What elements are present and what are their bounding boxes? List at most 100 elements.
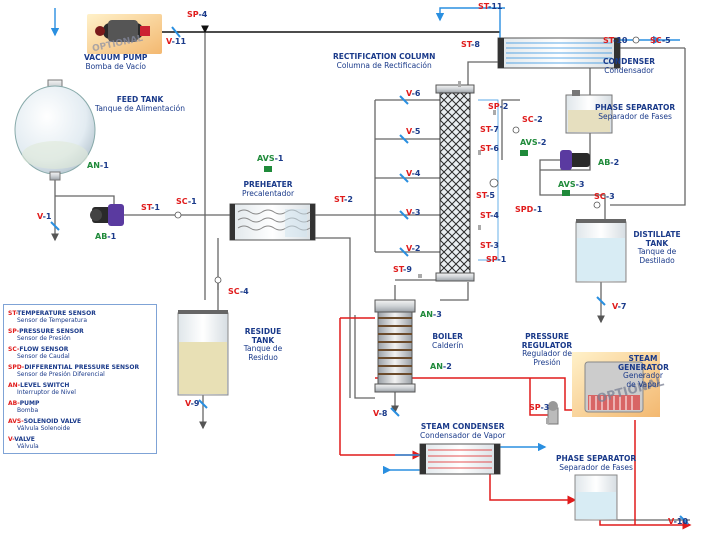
- tag-an-3[interactable]: AN-3: [420, 310, 442, 319]
- tag-st-2[interactable]: ST-2: [334, 195, 353, 204]
- tag-prefix: SC: [176, 197, 188, 206]
- feed-tank-label: FEED TANK Tanque de Alimentación: [95, 95, 186, 113]
- tag-prefix: ST: [334, 195, 345, 204]
- phase-separator-bottom-title: PHASE SEPARATOR: [556, 454, 637, 463]
- legend-english: LEVEL SWITCH: [20, 382, 70, 389]
- legend-english: SOLENOID VALVE: [23, 418, 82, 425]
- tag-v-3[interactable]: V-3: [406, 208, 421, 217]
- tag-number: -1: [151, 203, 160, 212]
- tag-sc-3[interactable]: SC-3: [594, 192, 615, 201]
- legend-spanish: Bomba: [17, 406, 39, 414]
- tag-v-1[interactable]: V-1: [37, 212, 52, 221]
- tag-st-10[interactable]: ST-10: [603, 36, 628, 45]
- boiler-subtitle: Calderín: [432, 340, 464, 350]
- tag-st-7[interactable]: ST-7: [480, 125, 499, 134]
- tag-prefix: ST: [480, 125, 491, 134]
- tag-v-5[interactable]: V-5: [406, 127, 421, 136]
- tag-number: -5: [661, 36, 671, 45]
- tag-number: -1: [187, 197, 197, 206]
- legend-code: AN-: [8, 382, 21, 389]
- pump-ab-1[interactable]: [90, 204, 124, 226]
- phase-separator-top-title: PHASE SEPARATOR: [595, 103, 676, 112]
- tag-number: -1: [274, 154, 284, 163]
- tag-an-1[interactable]: AN-1: [87, 161, 109, 170]
- valve-icon: [390, 407, 400, 417]
- tag-v-10[interactable]: V-10: [668, 517, 688, 526]
- tag-number: -2: [344, 195, 353, 204]
- tag-ab-1[interactable]: AB-1: [95, 232, 116, 241]
- pump-ab-2[interactable]: [560, 150, 590, 170]
- legend-spanish: Sensor de Presión: [17, 334, 71, 342]
- tag-ab-2[interactable]: AB-2: [598, 158, 619, 167]
- tag-st-11[interactable]: ST-11: [478, 2, 503, 11]
- tag-st-5[interactable]: ST-5: [476, 191, 495, 200]
- tag-prefix: AVS: [257, 154, 275, 163]
- tag-prefix: ST: [478, 2, 489, 11]
- tag-sp-3[interactable]: SP-3: [529, 403, 549, 412]
- steam-condenser-label: STEAM CONDENSER Condensador de Vapor: [420, 422, 505, 440]
- tag-v-2[interactable]: V-2: [406, 244, 421, 253]
- valve-icon: [50, 221, 60, 231]
- distillate-tank-subtitle: Tanque de Destilado: [637, 247, 677, 265]
- legend-english: PUMP: [19, 400, 40, 407]
- tag-st-3[interactable]: ST-3: [480, 241, 499, 250]
- tag-sc-4[interactable]: SC-4: [228, 287, 249, 296]
- tag-sc-2[interactable]: SC-2: [522, 115, 543, 124]
- tag-v-4[interactable]: V-4: [406, 169, 421, 178]
- tag-prefix: V: [668, 517, 674, 526]
- tag-sp-2[interactable]: SP-2: [488, 102, 508, 111]
- tag-prefix: ST: [603, 36, 614, 45]
- tag-sp-1[interactable]: SP-1: [486, 255, 506, 264]
- tag-prefix: SC: [650, 36, 662, 45]
- legend-spanish: Interruptor de Nivel: [17, 388, 76, 396]
- tag-prefix: SC: [228, 287, 240, 296]
- tag-v-8[interactable]: V-8: [373, 409, 388, 418]
- tag-avs-1[interactable]: AVS-1: [257, 154, 284, 163]
- valve-icon: [679, 515, 689, 525]
- flow-sensor-icon: [174, 211, 182, 219]
- tag-an-2[interactable]: AN-2: [430, 362, 452, 371]
- phase-separator-top-subtitle: Separador de Fases: [598, 111, 672, 121]
- boiler-title: BOILER: [432, 332, 463, 341]
- tag-prefix: SC: [522, 115, 534, 124]
- feed-tank-subtitle: Tanque de Alimentación: [95, 103, 186, 113]
- tag-st-1[interactable]: ST-1: [141, 203, 160, 212]
- legend-english: TEMPERATURE SENSOR: [17, 310, 96, 317]
- tag-st-4[interactable]: ST-4: [480, 211, 499, 220]
- legend-code: ST-: [8, 310, 18, 317]
- legend-spanish: Sensor de Presión Diferencial: [17, 370, 105, 378]
- tag-number: -11: [171, 37, 187, 46]
- valve-icon: [399, 173, 409, 183]
- boiler-label: BOILER Calderín: [432, 332, 464, 350]
- solenoid-valve-icon: [520, 150, 528, 156]
- steam-generator-title: STEAM GENERATOR: [618, 354, 669, 372]
- tag-avs-2[interactable]: AVS-2: [520, 138, 547, 147]
- tag-sc-1[interactable]: SC-1: [176, 197, 197, 206]
- rectification-column-label: RECTIFICATION COLUMN Columna de Rectific…: [333, 52, 435, 70]
- tag-prefix: ST: [480, 211, 491, 220]
- legend-english: DIFFERENTIAL PRESSURE SENSOR: [24, 364, 140, 371]
- tag-prefix: V: [612, 302, 618, 311]
- tag-prefix: V: [406, 127, 412, 136]
- tag-v-11[interactable]: V-11: [166, 37, 186, 46]
- tag-prefix: SP: [187, 10, 199, 19]
- tag-spd-1[interactable]: SPD-1: [515, 205, 542, 214]
- tag-sc-5[interactable]: SC-5: [650, 36, 671, 45]
- tag-prefix: AB: [598, 158, 611, 167]
- tag-prefix: V: [406, 244, 412, 253]
- tag-number: -2: [499, 102, 509, 111]
- flow-sensor-icon: [593, 201, 601, 209]
- tag-st-8[interactable]: ST-8: [461, 40, 480, 49]
- vacuum-pump-label: VACUUM PUMP Bomba de Vacío: [84, 53, 147, 71]
- tag-avs-3[interactable]: AVS-3: [558, 180, 585, 189]
- tag-v-9[interactable]: V-9: [185, 399, 200, 408]
- legend-code: SC-: [8, 346, 20, 353]
- tag-st-9[interactable]: ST-9: [393, 265, 412, 274]
- tag-number: -2: [537, 138, 547, 147]
- tag-st-6[interactable]: ST-6: [480, 144, 499, 153]
- tag-v-6[interactable]: V-6: [406, 89, 421, 98]
- tag-sp-4[interactable]: SP-4: [187, 10, 207, 19]
- tag-v-7[interactable]: V-7: [612, 302, 627, 311]
